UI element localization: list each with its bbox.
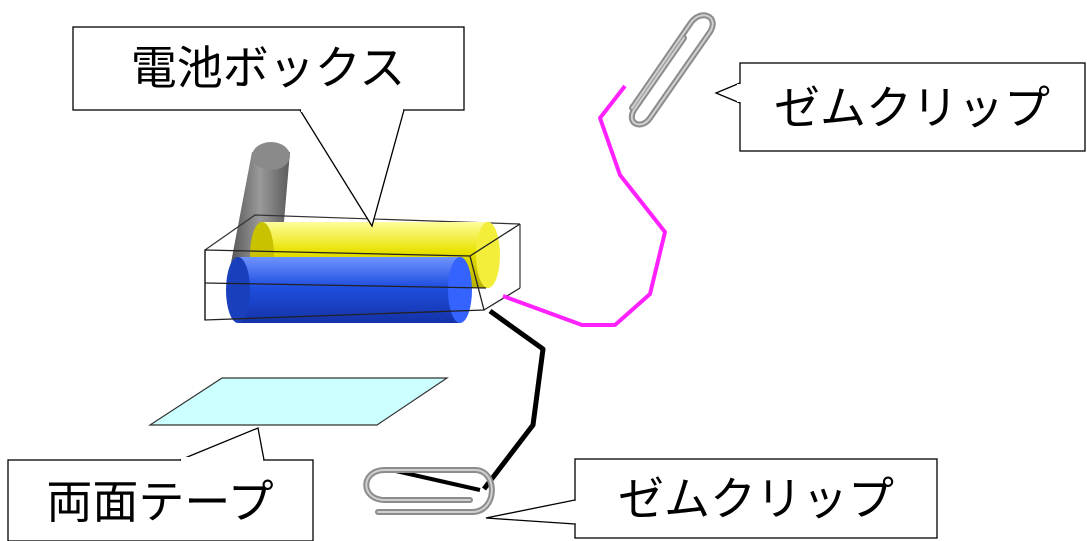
callout-tape-label: 両面テープ <box>46 475 273 529</box>
callout-tape: 両面テープ <box>7 427 314 541</box>
wire-negative-end <box>395 469 481 492</box>
wire-negative <box>482 308 546 491</box>
callout-clip-bottom: ゼムクリップ <box>485 458 938 539</box>
callout-clip-top-label: ゼムクリップ <box>774 81 1050 135</box>
callout-clip-top: ゼムクリップ <box>714 62 1086 152</box>
callout-battery-box-label: 電池ボックス <box>131 41 406 95</box>
wire-positive <box>502 84 667 327</box>
double-sided-tape <box>147 377 449 426</box>
battery-box <box>204 214 521 323</box>
paper-clip-top <box>629 12 716 128</box>
callout-clip-bottom-label: ゼムクリップ <box>618 472 894 526</box>
callout-battery-box: 電池ボックス <box>72 26 465 228</box>
paper-clip-bottom <box>363 467 495 515</box>
battery-blue <box>226 257 472 323</box>
